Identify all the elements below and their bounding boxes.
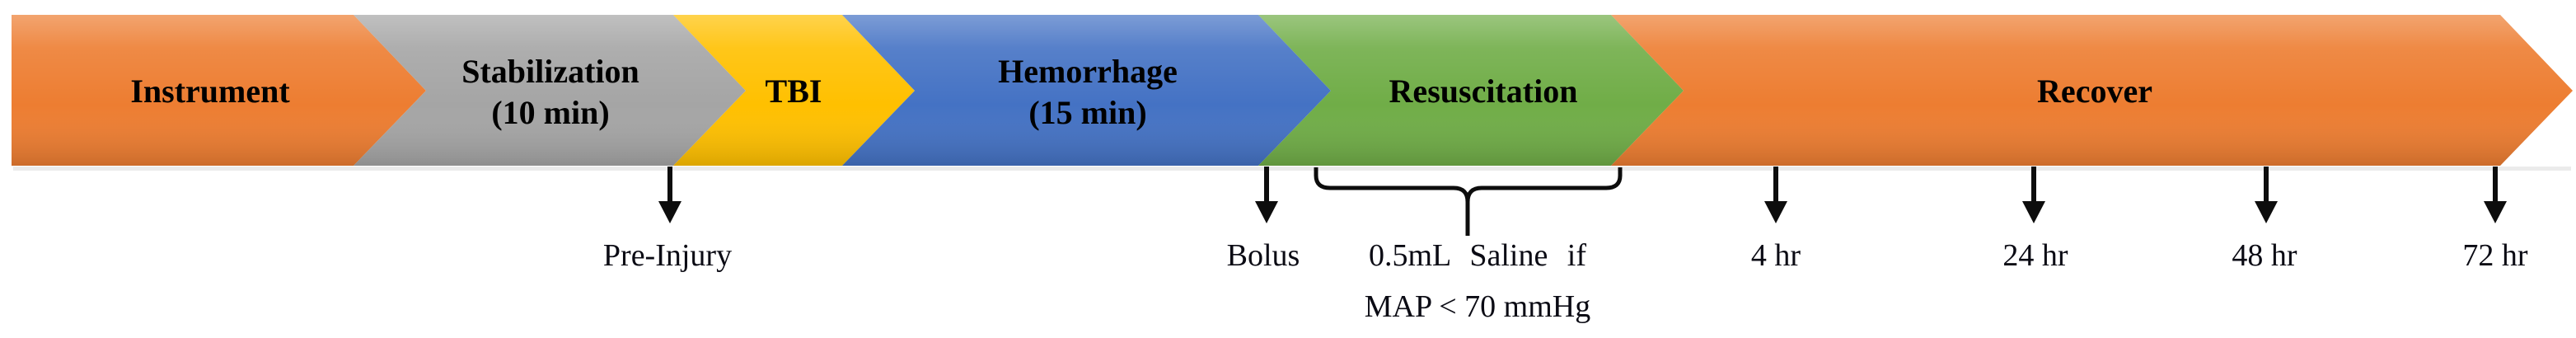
phase-banner xyxy=(12,15,2573,166)
banner-shadow xyxy=(13,167,2571,171)
saline-range-brace xyxy=(1314,167,1623,236)
timepoint-48hr-label: 48 hr xyxy=(2232,238,2297,273)
saline-condition-line2: MAP < 70 mmHg xyxy=(1365,289,1590,324)
timepoint-48hr-arrow xyxy=(2255,167,2278,223)
phase-label-instrument: Instrument xyxy=(130,73,290,110)
annotation-arrows xyxy=(658,167,2507,223)
phase-label-stabilization: Stabilization xyxy=(461,53,639,90)
pre-injury-label: Pre-Injury xyxy=(603,238,732,273)
saline-condition-line1: 0.5mL Saline if xyxy=(1369,238,1586,273)
phase-chevron-instrument-shade xyxy=(12,15,426,166)
phase-chevron-recover-shade xyxy=(1611,15,2573,166)
pre-injury-arrow-head xyxy=(658,201,681,223)
phase-chevron-stabilization-shade xyxy=(354,15,746,166)
pre-injury-arrow xyxy=(658,167,681,223)
phase-label-recover: Recover xyxy=(2037,73,2152,110)
timepoint-72hr-arrow-head xyxy=(2484,201,2507,223)
phase-chevron-tbi-shade xyxy=(673,15,915,166)
timepoint-48hr-arrow-head xyxy=(2255,201,2278,223)
phase-chevron-hemorrhage-shade xyxy=(842,15,1331,166)
timepoint-24hr-label: 24 hr xyxy=(2002,238,2068,273)
phase-label-resuscitation: Resuscitation xyxy=(1389,73,1578,110)
phase-label-tbi: TBI xyxy=(766,73,822,110)
phase-chevron-resuscitation-shade xyxy=(1258,15,1684,166)
phase-sublabel-hemorrhage: (15 min) xyxy=(1028,94,1146,131)
timepoint-72hr-label: 72 hr xyxy=(2462,238,2528,273)
timepoint-4hr-arrow xyxy=(1764,167,1787,223)
timepoint-4hr-arrow-head xyxy=(1764,201,1787,223)
timepoint-24hr-arrow-head xyxy=(2022,201,2045,223)
phase-label-hemorrhage: Hemorrhage xyxy=(998,53,1178,90)
timepoint-4hr-label: 4 hr xyxy=(1751,238,1801,273)
bolus-label: Bolus xyxy=(1227,238,1300,273)
phase-sublabel-stabilization: (10 min) xyxy=(491,94,609,131)
timepoint-24hr-arrow xyxy=(2022,167,2045,223)
bolus-arrow xyxy=(1255,167,1278,223)
bolus-arrow-head xyxy=(1255,201,1278,223)
timepoint-72hr-arrow xyxy=(2484,167,2507,223)
